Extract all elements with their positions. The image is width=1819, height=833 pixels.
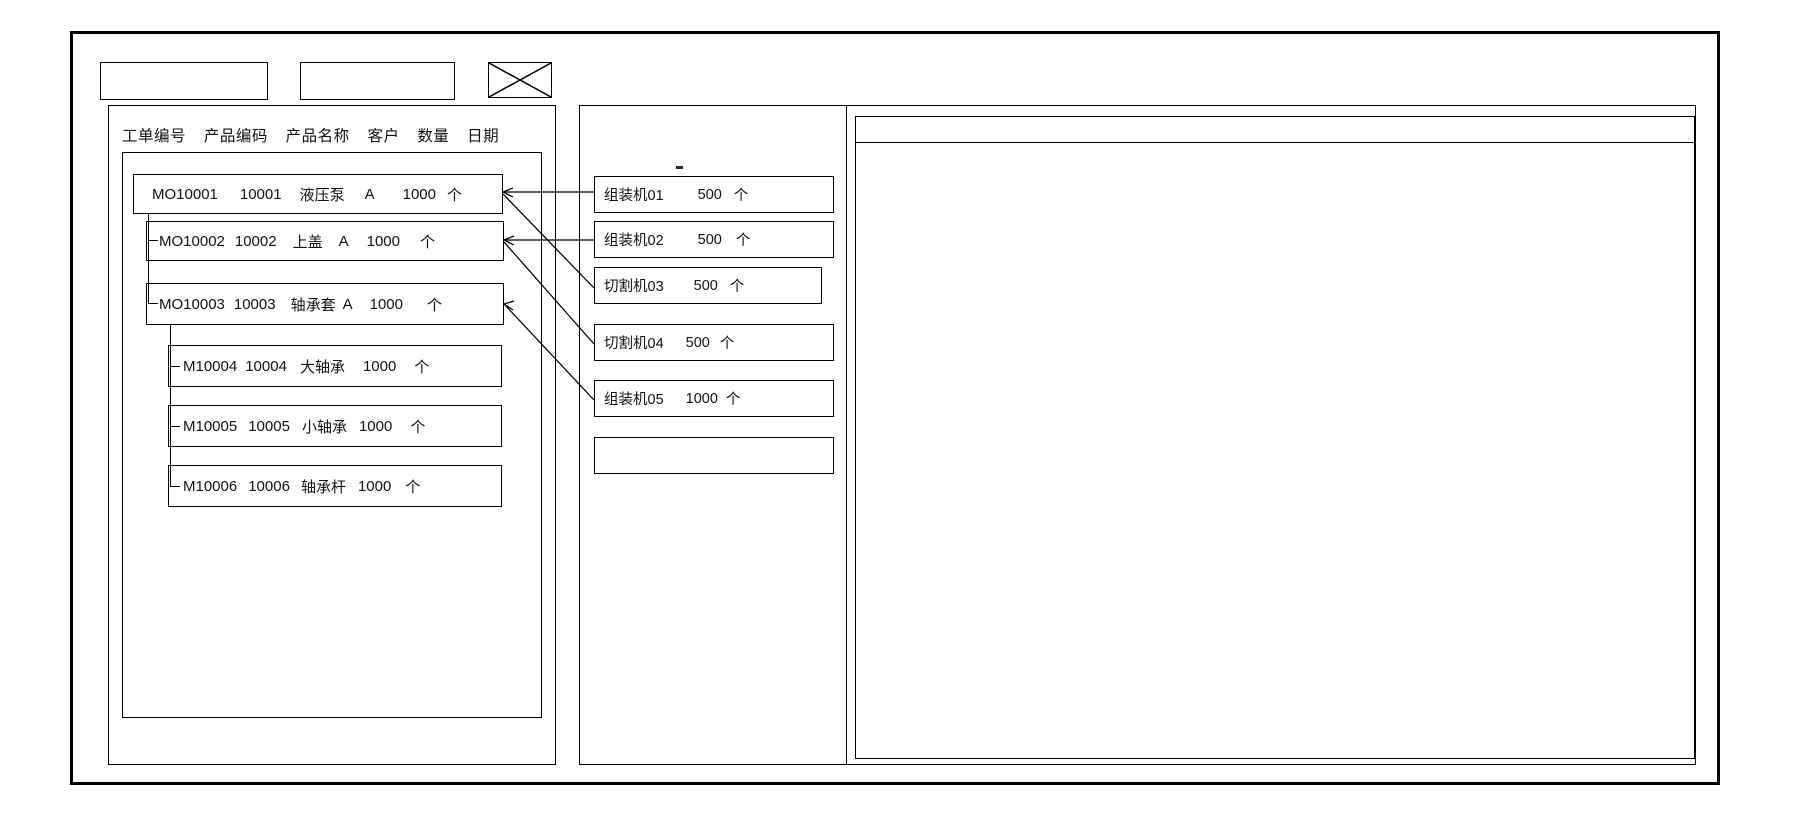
table-row[interactable]: M10005 10005 小轴承 1000 个	[168, 405, 502, 447]
row-customer: A	[338, 232, 349, 250]
toolbar-field-2[interactable]	[300, 62, 455, 100]
machine-qty: 500	[685, 334, 710, 351]
row-unit: 个	[410, 418, 426, 436]
machine-unit: 个	[725, 392, 741, 408]
machine-name: 切割机03	[604, 279, 664, 295]
row-product-code: 10006	[248, 477, 290, 495]
column-header-date: 日期	[467, 128, 500, 145]
row-product-name: 大轴承	[299, 358, 345, 376]
column-header-product-name: 产品名称	[285, 128, 350, 145]
machine-card-empty[interactable]	[594, 437, 834, 474]
tree-connector-trunk-1	[148, 214, 150, 304]
row-unit: 个	[420, 233, 436, 251]
row-product-code: 10002	[234, 232, 277, 250]
row-product-name: 轴承套	[290, 296, 336, 314]
column-headers: 工单编号 产品编码 产品名称 客户 数量 日期	[122, 124, 499, 146]
row-product-code: 10001	[239, 185, 282, 203]
machine-qty: 500	[693, 277, 718, 294]
row-qty: 1000	[402, 185, 436, 203]
machine-unit: 个	[735, 233, 751, 249]
table-row[interactable]: MO10002 10002 上盖 A 1000 个	[146, 221, 504, 261]
row-order-no: MO10003	[159, 295, 225, 313]
detail-header-strip	[855, 116, 1695, 142]
row-unit: 个	[447, 186, 463, 204]
machine-name: 切割机04	[604, 336, 664, 352]
machine-unit: 个	[729, 279, 745, 295]
row-order-no: M10006	[183, 477, 238, 495]
machine-card[interactable]: 组装机01 500 个	[594, 176, 834, 213]
row-order-no: MO10001	[152, 185, 218, 203]
table-row[interactable]: M10006 10006 轴承杆 1000 个	[168, 465, 502, 507]
machine-unit: 个	[719, 336, 735, 352]
row-product-name: 小轴承	[301, 418, 347, 436]
cross-box-icon	[489, 63, 551, 97]
column-header-product-code: 产品编码	[203, 128, 268, 145]
row-product-code: 10003	[233, 295, 276, 313]
tree-connector-trunk-2	[170, 324, 172, 487]
table-row[interactable]: M10004 10004 大轴承 1000 个	[168, 345, 502, 387]
machine-card[interactable]: 组装机02 500 个	[594, 221, 834, 258]
machine-qty: 1000	[685, 390, 718, 407]
row-customer: A	[364, 185, 375, 203]
row-qty: 1000	[369, 295, 403, 313]
row-product-name: 上盖	[292, 233, 323, 251]
machine-card[interactable]: 切割机04 500 个	[594, 324, 834, 361]
toolbar-placeholder-x-icon[interactable]	[488, 62, 552, 98]
row-unit: 个	[414, 358, 430, 376]
table-row[interactable]: MO10003 10003 轴承套 A 1000 个	[146, 283, 504, 325]
machine-name: 组装机01	[604, 188, 664, 204]
machine-name: 组装机05	[604, 392, 664, 408]
column-header-order-no: 工单编号	[122, 128, 187, 145]
column-header-customer: 客户	[367, 128, 400, 145]
detail-body[interactable]	[855, 143, 1695, 759]
tree-connector-branch-2	[148, 303, 158, 305]
machine-card[interactable]: 组装机05 1000 个	[594, 380, 834, 417]
row-unit: 个	[405, 478, 421, 496]
row-qty: 1000	[366, 232, 400, 250]
column-header-qty: 数量	[417, 128, 450, 145]
tree-connector-branch-3	[170, 366, 180, 368]
row-product-name: 液压泵	[299, 186, 345, 204]
panel-marker-dot	[676, 166, 683, 169]
row-qty: 1000	[358, 417, 393, 435]
row-qty: 1000	[357, 477, 392, 495]
machine-qty: 500	[697, 231, 722, 248]
machine-name: 组装机02	[604, 233, 664, 249]
row-product-code: 10005	[248, 417, 290, 435]
row-product-name: 轴承杆	[300, 478, 346, 496]
table-row[interactable]: MO10001 10001 液压泵 A 1000 个	[133, 174, 503, 214]
tree-connector-branch-1	[148, 240, 158, 242]
row-order-no: MO10002	[159, 232, 225, 250]
machine-panel	[579, 105, 847, 765]
machine-qty: 500	[697, 186, 722, 203]
row-order-no: M10005	[183, 417, 238, 435]
tree-connector-branch-4	[170, 426, 180, 428]
row-qty: 1000	[362, 357, 397, 375]
tree-connector-branch-5	[170, 486, 180, 488]
row-unit: 个	[427, 296, 443, 314]
row-customer: A	[342, 295, 353, 313]
row-product-code: 10004	[245, 357, 287, 375]
detail-header-rule	[855, 142, 1695, 144]
machine-unit: 个	[733, 188, 749, 204]
row-order-no: M10004	[183, 357, 238, 375]
toolbar-field-1[interactable]	[100, 62, 268, 100]
machine-card[interactable]: 切割机03 500 个	[594, 267, 822, 304]
